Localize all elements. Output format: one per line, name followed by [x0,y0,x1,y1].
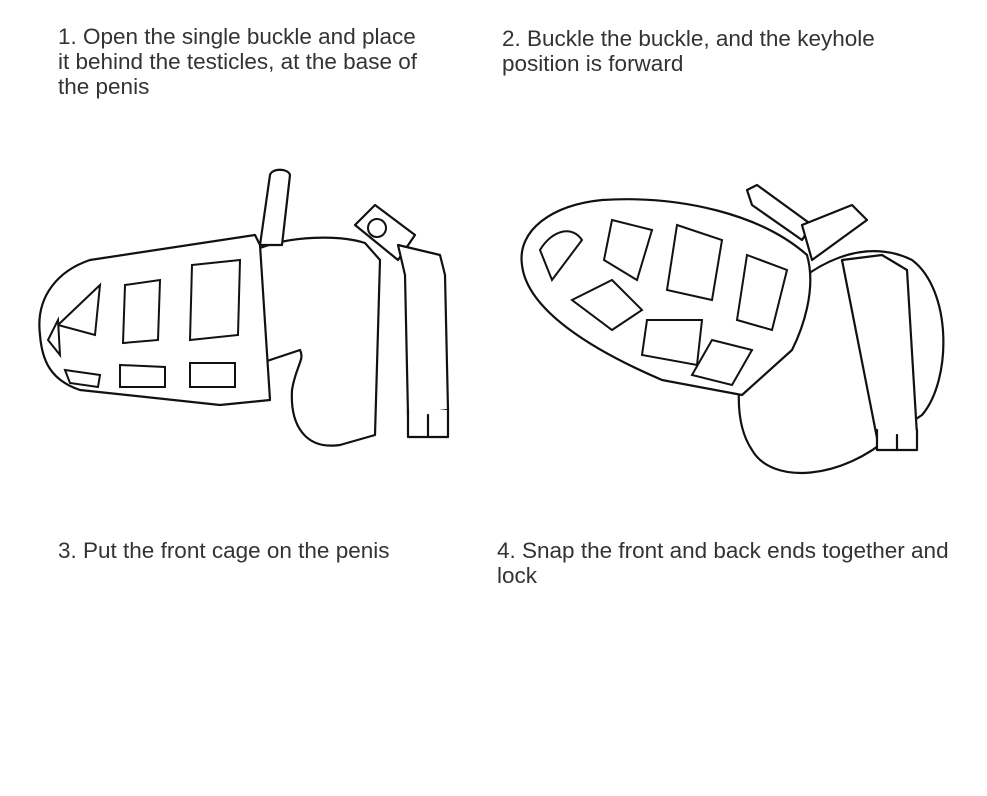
step-4-instruction: 4. Snap the front and back ends together… [497,538,949,588]
illustration-open-device [38,168,450,447]
step-2-instruction: 2. Buckle the buckle, and the keyhole po… [502,26,875,76]
step-3-instruction: 3. Put the front cage on the penis [58,538,390,563]
illustration-assembled-device [520,183,945,475]
step-1-instruction: 1. Open the single buckle and place it b… [58,24,417,99]
